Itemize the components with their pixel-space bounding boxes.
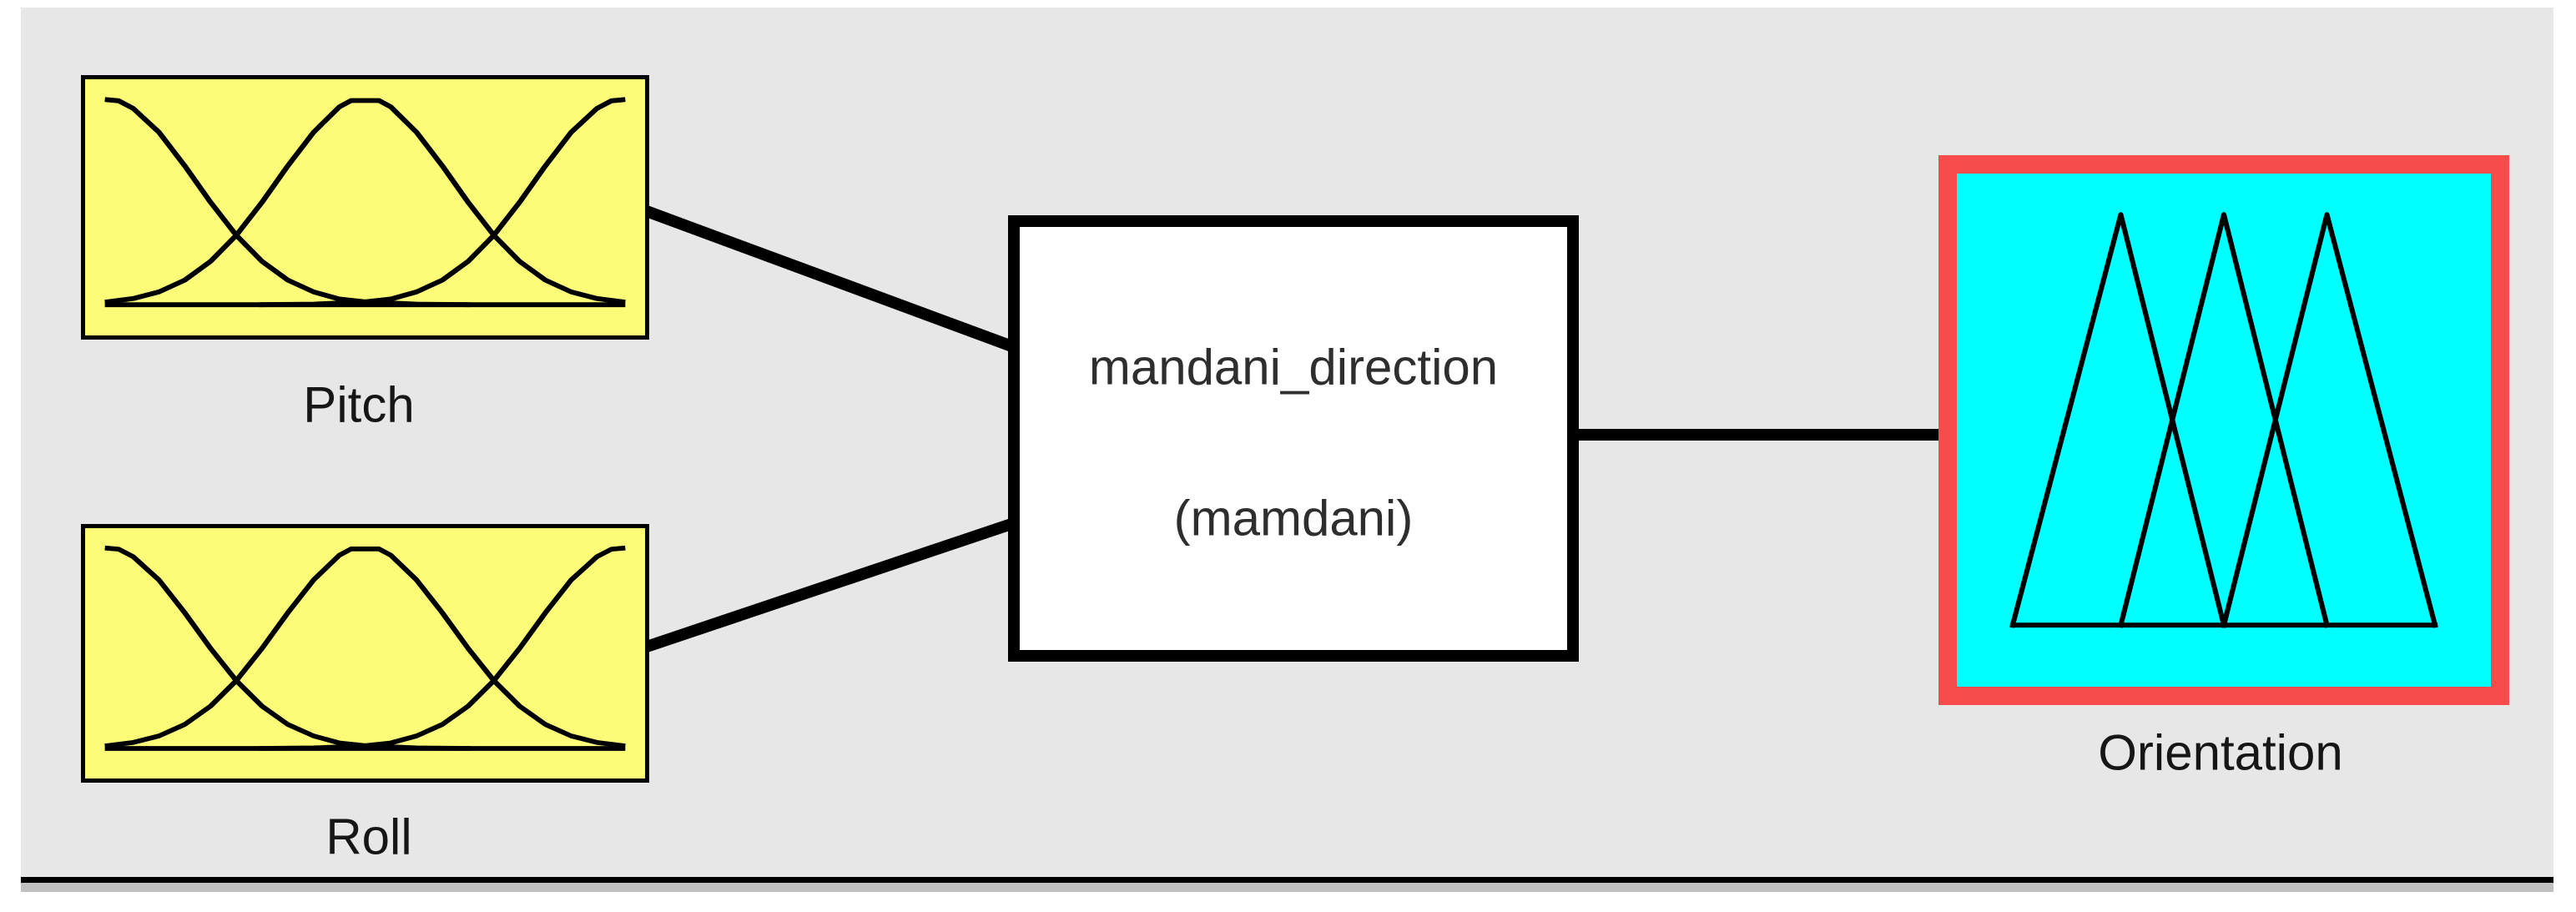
input-label-roll: Roll: [325, 809, 412, 865]
input-node-roll[interactable]: [81, 524, 649, 783]
input-label-pitch: Pitch: [303, 376, 415, 433]
fis-system-name: mandani_direction: [1088, 339, 1499, 396]
gaussian-mf-icon: [104, 97, 626, 308]
fis-system-node[interactable]: [1008, 215, 1579, 662]
triangular-mf-icon: [2009, 212, 2438, 628]
gaussian-mf-icon: [104, 545, 626, 751]
canvas-bottom-border: [21, 877, 2553, 883]
panel-bottom-strip: [21, 883, 2553, 892]
output-node-orientation[interactable]: [1938, 155, 2509, 705]
connection-pitch-to-system: [642, 204, 1019, 354]
connection-lines: [642, 204, 1944, 653]
fis-system-type: (mamdani): [1173, 490, 1414, 547]
input-node-pitch[interactable]: [81, 75, 649, 340]
connection-roll-to-system: [642, 516, 1019, 653]
output-label-orientation: Orientation: [2098, 724, 2343, 781]
